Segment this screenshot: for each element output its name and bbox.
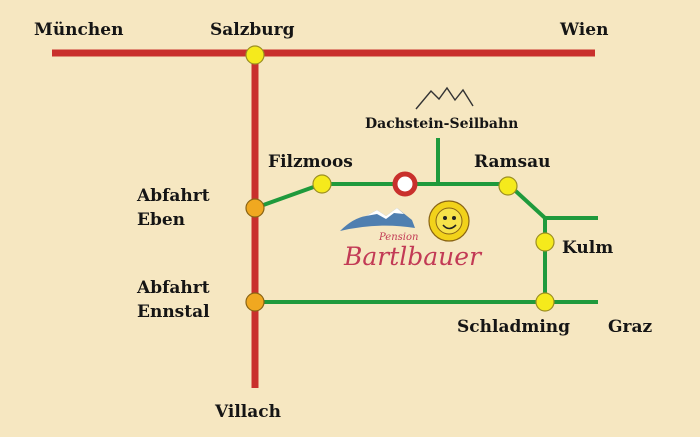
node-kulm xyxy=(535,232,555,252)
label-ennstal-2: Ennstal xyxy=(137,302,210,322)
label-filzmoos: Filzmoos xyxy=(268,152,353,172)
logo-subtitle: Pension xyxy=(378,232,418,243)
label-eben-2: Eben xyxy=(137,210,185,230)
label-salzburg: Salzburg xyxy=(210,20,295,40)
place-labels: München Salzburg Wien Dachstein-Seilbahn… xyxy=(34,20,652,422)
road-eben-ramsau xyxy=(254,182,598,220)
label-schladming: Schladming xyxy=(457,317,570,337)
label-dachstein: Dachstein-Seilbahn xyxy=(365,116,518,132)
mountain-peaks-icon xyxy=(415,86,474,110)
node-schladming xyxy=(535,292,555,312)
highway-network xyxy=(52,49,595,388)
label-ramsau: Ramsau xyxy=(474,152,550,172)
node-ramsau xyxy=(498,176,518,196)
label-kulm: Kulm xyxy=(562,238,613,258)
town-nodes xyxy=(245,45,555,312)
ring-marker-icon xyxy=(392,171,418,197)
node-filzmoos xyxy=(312,174,332,194)
node-ennstal xyxy=(245,292,265,312)
label-graz: Graz xyxy=(608,317,652,337)
label-ennstal-1: Abfahrt xyxy=(136,278,210,298)
mountain-icon xyxy=(340,208,415,231)
node-eben xyxy=(245,198,265,218)
label-wien: Wien xyxy=(559,20,608,40)
label-eben-1: Abfahrt xyxy=(136,186,210,206)
sun-icon xyxy=(428,200,470,242)
label-muenchen: München xyxy=(34,20,123,40)
node-salzburg xyxy=(245,45,265,65)
logo-name: Bartlbauer xyxy=(343,242,483,271)
label-villach: Villach xyxy=(214,402,281,422)
pension-logo: Pension Bartlbauer xyxy=(340,200,483,271)
